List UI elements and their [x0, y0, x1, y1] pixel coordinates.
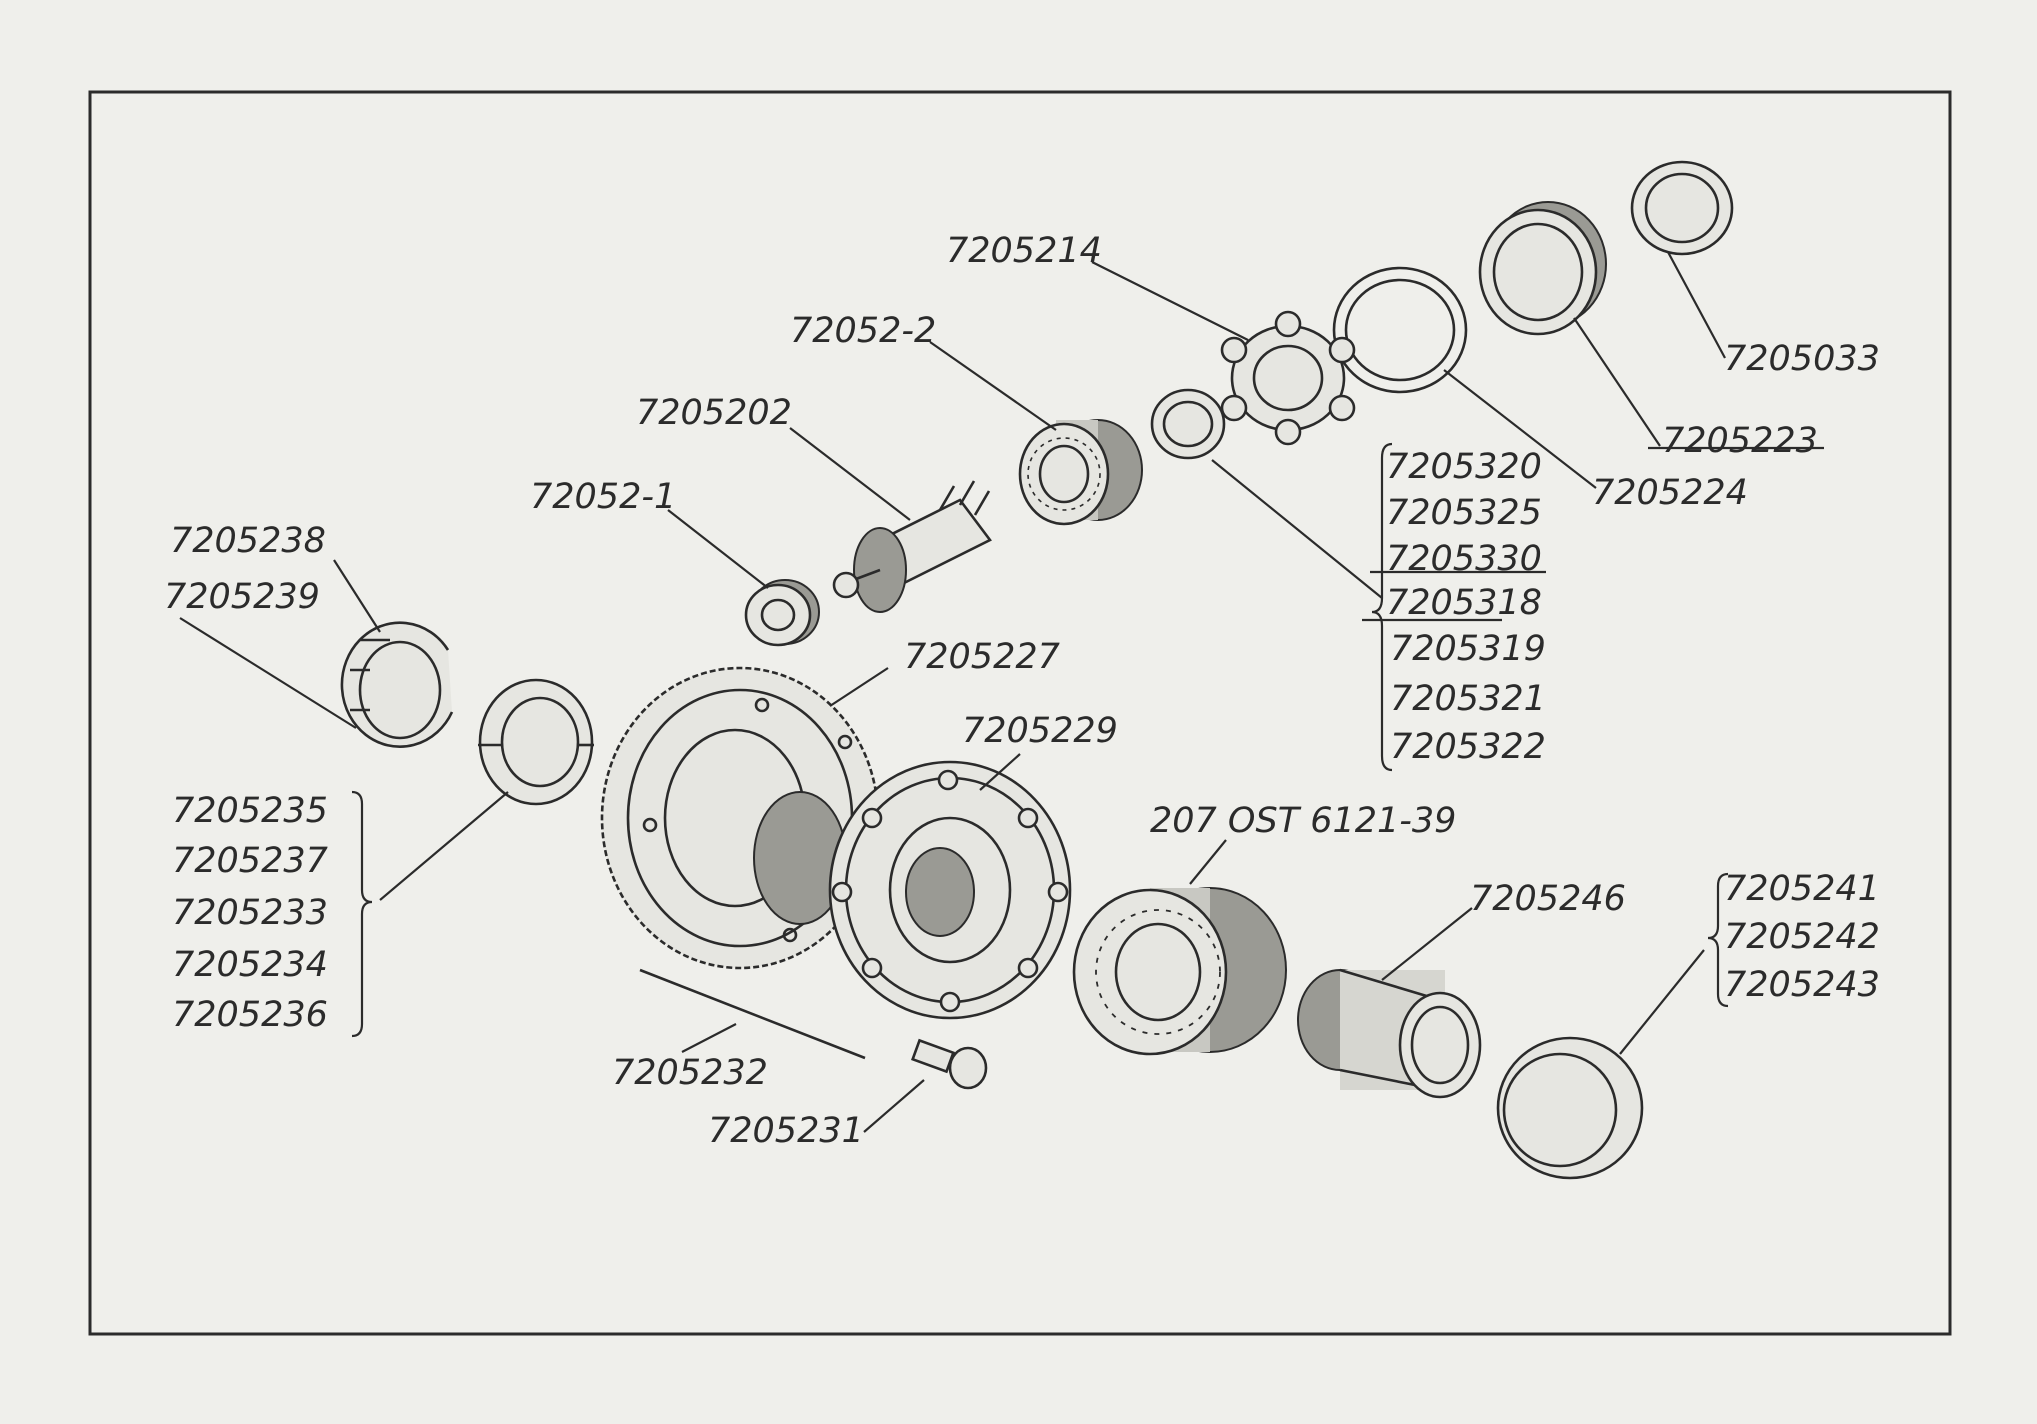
brace-shims-top [1371, 442, 1393, 772]
leader-207 [1189, 839, 1227, 885]
part-ring-7205224 [1332, 266, 1468, 394]
part-ring-7205241 [1496, 1036, 1644, 1180]
group-rings-right: 7205241 7205242 7205243 [1724, 869, 1880, 1005]
group-item: 7205318 [1386, 583, 1542, 623]
label-7205239: 7205239 [164, 577, 320, 617]
part-ring-7205235 [478, 678, 594, 806]
part-sleeve-7205223 [1478, 201, 1607, 336]
leader-7205241 [1619, 949, 1705, 1055]
group-shims-left: 7205235 7205237 7205233 7205234 7205236 [172, 791, 328, 1035]
leader-72052-1 [667, 509, 769, 589]
group-item: 7205319 [1390, 629, 1546, 669]
label-7205224: 7205224 [1592, 473, 1748, 513]
leader-7205227 [829, 667, 889, 707]
label-7205246: 7205246 [1470, 879, 1626, 919]
label-7205227: 7205227 [904, 637, 1060, 677]
group-item: 7205325 [1386, 493, 1542, 533]
part-bearing-207 [1072, 887, 1287, 1056]
group-item: 7205237 [172, 841, 328, 881]
group-item: 7205243 [1724, 965, 1880, 1005]
label-7205231: 7205231 [708, 1111, 864, 1151]
brace-rings-right [1707, 872, 1729, 1008]
part-ring-7205033 [1630, 160, 1734, 256]
group-item: 7205235 [172, 791, 328, 831]
leader-7205202 [789, 427, 911, 521]
leader-shims-top [1211, 459, 1383, 599]
leader-7205231 [863, 1079, 925, 1133]
group-item: 7205321 [1390, 679, 1546, 719]
part-bolt-7205231 [910, 1038, 988, 1090]
part-differential-case-7205229 [753, 760, 1072, 1020]
group-item: 7205330 [1386, 539, 1542, 579]
label-7205202: 7205202 [636, 393, 792, 433]
leader-7205246 [1381, 907, 1473, 981]
part-pin-7205232 [639, 968, 866, 1060]
leader-7205229 [979, 753, 1021, 791]
leader-shims-left [379, 791, 509, 901]
group-item: 7205236 [172, 995, 328, 1035]
leader-7205232 [681, 1023, 737, 1053]
group-item: 7205233 [172, 893, 328, 933]
underline-7205318 [1362, 570, 1546, 622]
leader-72052-2 [929, 341, 1057, 431]
part-bushing-7205238 [340, 621, 454, 748]
leader-7205033 [1667, 251, 1726, 359]
label-7205232: 7205232 [612, 1053, 768, 1093]
group-item: 7205242 [1724, 917, 1880, 957]
part-pinion-7205202 [832, 480, 992, 613]
group-item: 7205322 [1390, 727, 1546, 767]
brace-shims-left [351, 790, 373, 1038]
group-item: 7205234 [172, 945, 328, 985]
part-splined-sleeve-7205246 [1297, 968, 1482, 1099]
label-72052-2: 72052-2 [790, 311, 936, 351]
leader-7205223 [1573, 317, 1661, 447]
leader-7205239 [179, 617, 357, 729]
part-bearing-72052-2 [1018, 419, 1143, 526]
leader-7205224 [1443, 369, 1597, 489]
leader-7205214 [1091, 261, 1249, 341]
group-shims-top: 7205320 7205325 7205330 7205318 7205319 … [1386, 447, 1546, 767]
label-207-ost: 207 OST 6121-39 [1150, 801, 1456, 841]
label-7205223: 7205223 [1662, 421, 1818, 461]
label-7205238: 7205238 [170, 521, 326, 561]
part-shim-7205318 [1150, 388, 1226, 460]
group-item: 7205320 [1386, 447, 1542, 487]
group-item: 7205241 [1724, 869, 1880, 909]
label-72052-1: 72052-1 [530, 477, 676, 517]
drawing-frame [88, 90, 1952, 1336]
part-lock-washer-7205214 [1220, 310, 1356, 446]
label-7205214: 7205214 [946, 231, 1102, 271]
label-7205033: 7205033 [1724, 339, 1880, 379]
part-bearing-72052-1 [744, 579, 820, 647]
leader-7205238 [333, 559, 381, 633]
label-7205229: 7205229 [962, 711, 1118, 751]
